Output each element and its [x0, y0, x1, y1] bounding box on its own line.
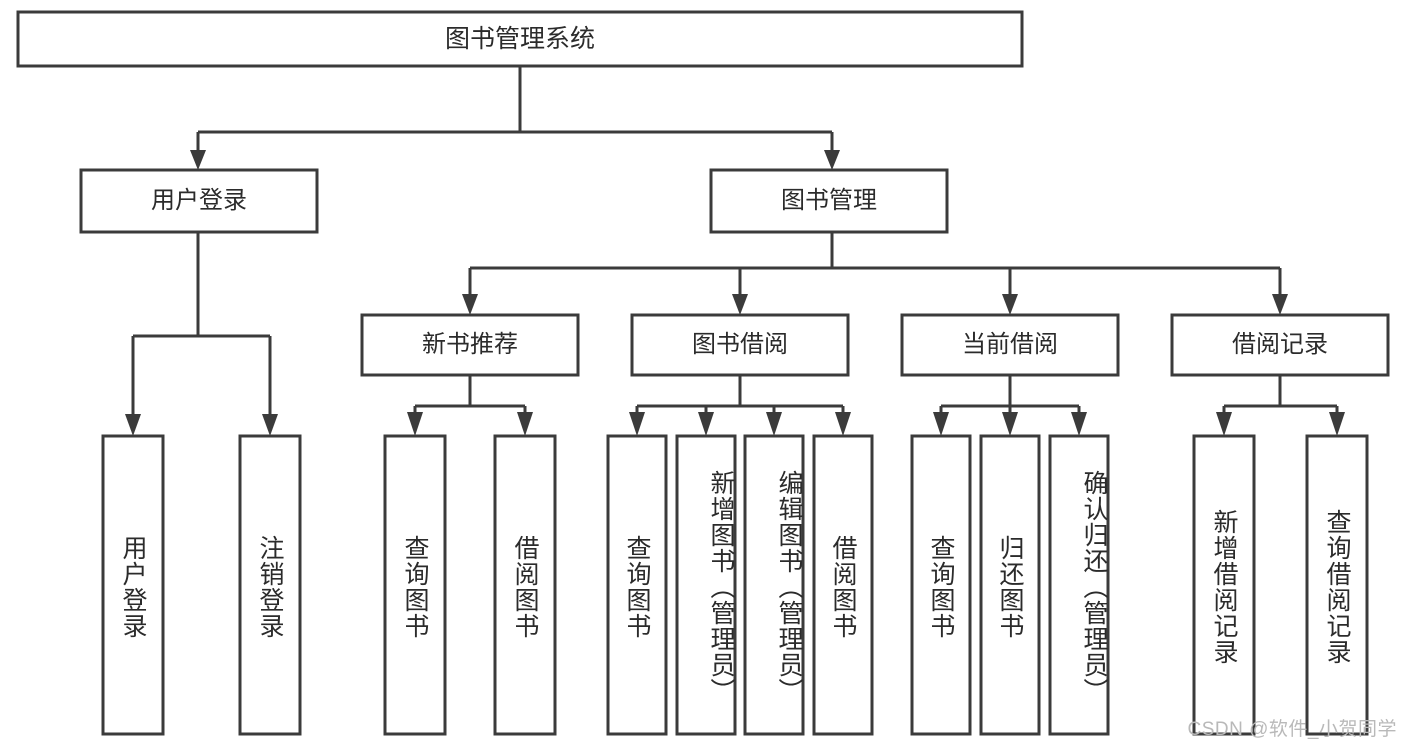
connectors-current-borrow-to-leaves [933, 375, 1087, 436]
arrow-user-login [190, 150, 206, 170]
arrow-leaf-query-book-1 [407, 412, 423, 436]
arrow-leaf-query-record [1329, 412, 1345, 436]
arrow-leaf-edit-book [766, 412, 782, 436]
arrow-leaf-logout [262, 414, 278, 436]
arrow-leaf-confirm-return [1071, 412, 1087, 436]
arrow-leaf-return-book [1002, 412, 1018, 436]
node-box-new-book-rec[interactable] [360, 313, 580, 377]
node-box-leaf-query-book-3[interactable] [910, 434, 972, 736]
arrow-new-book-rec [462, 294, 478, 315]
node-box-root[interactable] [16, 10, 1024, 68]
node-box-leaf-confirm-return[interactable] [1048, 434, 1110, 736]
arrow-leaf-borrow-book-2 [835, 412, 851, 436]
connectors-book-manage-to-level3 [462, 232, 1288, 315]
node-box-leaf-logout[interactable] [238, 434, 302, 736]
connectors-book-borrow-to-leaves [629, 375, 851, 436]
connectors-new-book-rec-to-leaves [407, 375, 533, 436]
arrow-leaf-query-book-2 [629, 412, 645, 436]
node-box-leaf-return-book[interactable] [979, 434, 1041, 736]
node-box-leaf-query-record[interactable] [1305, 434, 1369, 736]
connectors-user-login-to-leaves [125, 232, 278, 436]
arrow-leaf-add-book [698, 412, 714, 436]
node-box-leaf-add-record[interactable] [1192, 434, 1256, 736]
connectors-root-to-level2 [190, 66, 840, 170]
node-box-book-borrow[interactable] [630, 313, 850, 377]
node-box-current-borrow[interactable] [900, 313, 1120, 377]
arrow-leaf-query-book-3 [933, 412, 949, 436]
arrow-leaf-user-login [125, 414, 141, 436]
arrow-book-borrow [732, 294, 748, 315]
arrow-current-borrow [1002, 294, 1018, 315]
node-box-user-login[interactable] [79, 168, 319, 234]
node-box-leaf-query-book-2[interactable] [606, 434, 668, 736]
node-box-leaf-query-book-1[interactable] [383, 434, 447, 736]
arrow-book-manage [824, 150, 840, 170]
arrow-borrow-record [1272, 294, 1288, 315]
node-box-leaf-user-login[interactable] [101, 434, 165, 736]
node-box-leaf-borrow-book-2[interactable] [812, 434, 874, 736]
connectors-borrow-record-to-leaves [1216, 375, 1345, 436]
arrow-leaf-add-record [1216, 412, 1232, 436]
node-box-leaf-edit-book[interactable] [743, 434, 805, 736]
node-box-leaf-borrow-book-1[interactable] [493, 434, 557, 736]
node-box-borrow-record[interactable] [1170, 313, 1390, 377]
node-box-book-manage[interactable] [709, 168, 949, 234]
node-box-leaf-add-book[interactable] [675, 434, 737, 736]
arrow-leaf-borrow-book-1 [517, 412, 533, 436]
